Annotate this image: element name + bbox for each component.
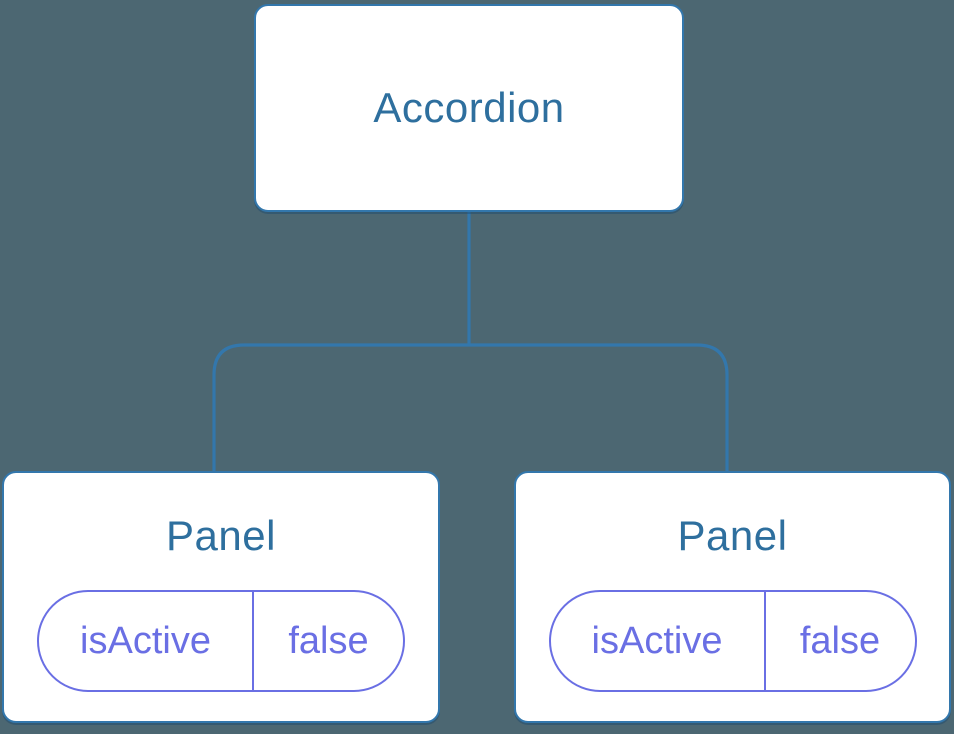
accordion-node: Accordion xyxy=(254,4,684,212)
panel-node-right: Panel isActive false xyxy=(514,471,951,723)
state-value-cell: false xyxy=(763,592,915,690)
panel-node-label: Panel xyxy=(166,512,276,559)
state-name-cell: isActive xyxy=(591,619,723,662)
state-pill: isActive false xyxy=(37,590,405,692)
branch-bracket-line xyxy=(212,343,729,472)
panel-node-label: Panel xyxy=(677,512,788,559)
panel-node-left: Panel isActive false xyxy=(2,471,440,723)
state-name-cell: isActive xyxy=(80,619,211,662)
state-value-cell: false xyxy=(252,592,403,690)
accordion-node-label: Accordion xyxy=(373,84,565,131)
state-pill: isActive false xyxy=(548,590,917,692)
